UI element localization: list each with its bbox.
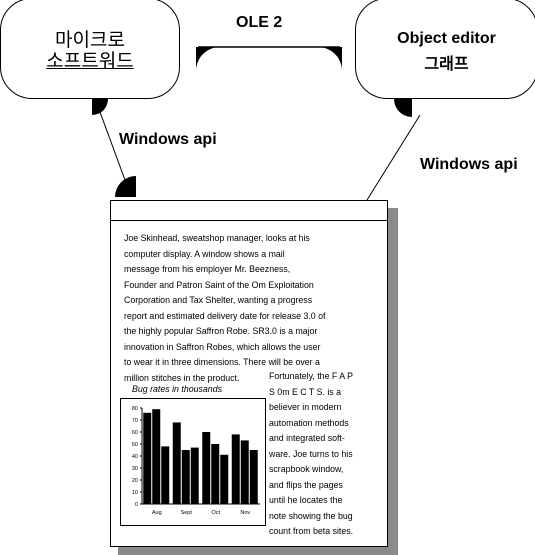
y-tick-label: 40 xyxy=(132,454,138,460)
x-tick-label: Aug xyxy=(152,510,162,516)
paragraph-line: note showing the bug xyxy=(269,510,353,521)
chart-bar xyxy=(240,440,249,504)
document-window: Joe Skinhead, sweatshop manager, looks a… xyxy=(110,200,388,547)
word-app-title: 마이크로 xyxy=(55,30,125,51)
chart-bar xyxy=(231,434,240,504)
paragraph-line: automation methods xyxy=(269,417,349,428)
paragraph-line: believer in modern xyxy=(269,402,342,412)
paragraph-line: Joe Skinhead, sweatshop manager, looks a… xyxy=(124,233,310,243)
document-paragraph-2: Fortunately, the F A P S 0m E C T S. is … xyxy=(269,369,353,540)
ole-right-handle xyxy=(318,47,342,71)
chart-bar xyxy=(220,454,229,504)
x-tick-label: Oct xyxy=(211,510,220,516)
object-editor-box: Object editor 그래프 xyxy=(355,0,535,99)
left-api-connector xyxy=(99,111,126,181)
y-tick-label: 50 xyxy=(132,442,138,448)
chart-bar xyxy=(181,450,190,504)
document-title-bar xyxy=(111,201,387,221)
paragraph-line: S 0m E C T S. is a xyxy=(269,386,342,397)
y-tick-label: 20 xyxy=(132,478,138,484)
paragraph-line: to wear it in three dimensions. There wi… xyxy=(124,357,320,367)
paragraph-line: Founder and Patron Saint of the Om Explo… xyxy=(124,279,314,290)
ole-label: OLE 2 xyxy=(236,14,283,31)
chart-bar xyxy=(143,412,152,504)
paragraph-line: innovation in Saffron Robes, which allow… xyxy=(124,341,321,352)
paragraph-line: Corporation and Tax Shelter, wanting a p… xyxy=(124,295,313,305)
paragraph-line: the highly popular Saffron Robe. SR3.0 i… xyxy=(124,326,318,336)
document-paragraph-1: Joe Skinhead, sweatshop manager, looks a… xyxy=(124,231,325,386)
chart-bar xyxy=(172,422,181,504)
paragraph-line: million stitches in the product. xyxy=(124,372,240,383)
paragraph-line: report and estimated delivery date for r… xyxy=(124,310,326,321)
y-tick-label: 0 xyxy=(135,502,138,508)
paragraph-line: until he locates the xyxy=(269,495,343,505)
chart-bar xyxy=(190,447,199,504)
x-tick-label: Nov xyxy=(240,510,250,516)
chart-bar xyxy=(152,409,161,504)
object-editor-subtitle: 그래프 xyxy=(424,56,469,73)
y-tick-label: 60 xyxy=(132,430,138,436)
paragraph-line: scrapbook window, xyxy=(269,464,344,474)
word-app-box: 마이크로 소프트워드 xyxy=(0,0,180,99)
left-box-handle xyxy=(92,99,108,115)
paragraph-line: and integrated soft- xyxy=(269,433,345,443)
doc-left-handle xyxy=(115,176,136,197)
object-editor-title: Object editor xyxy=(397,30,496,47)
x-tick-label: Sept xyxy=(181,510,193,516)
paragraph-line: computer display. A window shows a mail xyxy=(124,248,285,259)
paragraph-line: Fortunately, the F A P xyxy=(269,371,353,381)
right-box-handle xyxy=(394,99,412,117)
chart-bar xyxy=(211,444,220,504)
right-windows-api-label: Windows api xyxy=(420,156,518,173)
word-app-subtitle: 소프트워드 xyxy=(46,51,134,72)
chart-bar xyxy=(161,446,170,504)
y-tick-label: 10 xyxy=(132,490,138,496)
left-windows-api-label: Windows api xyxy=(119,131,217,148)
y-tick-label: 70 xyxy=(132,418,138,424)
chart-bar xyxy=(249,450,258,504)
y-tick-label: 30 xyxy=(132,466,138,472)
paragraph-line: and flips the pages xyxy=(269,479,343,490)
paragraph-line: message from his employer Mr. Beezness, xyxy=(124,264,291,274)
paragraph-line: ware. Joe turns to his xyxy=(269,448,353,459)
chart-bar xyxy=(202,432,211,504)
y-tick-label: 80 xyxy=(132,406,138,412)
ole-left-handle xyxy=(196,47,220,71)
paragraph-line: count from beta sites. xyxy=(269,526,354,536)
chart-title: Bug rates in thousands xyxy=(132,384,222,394)
